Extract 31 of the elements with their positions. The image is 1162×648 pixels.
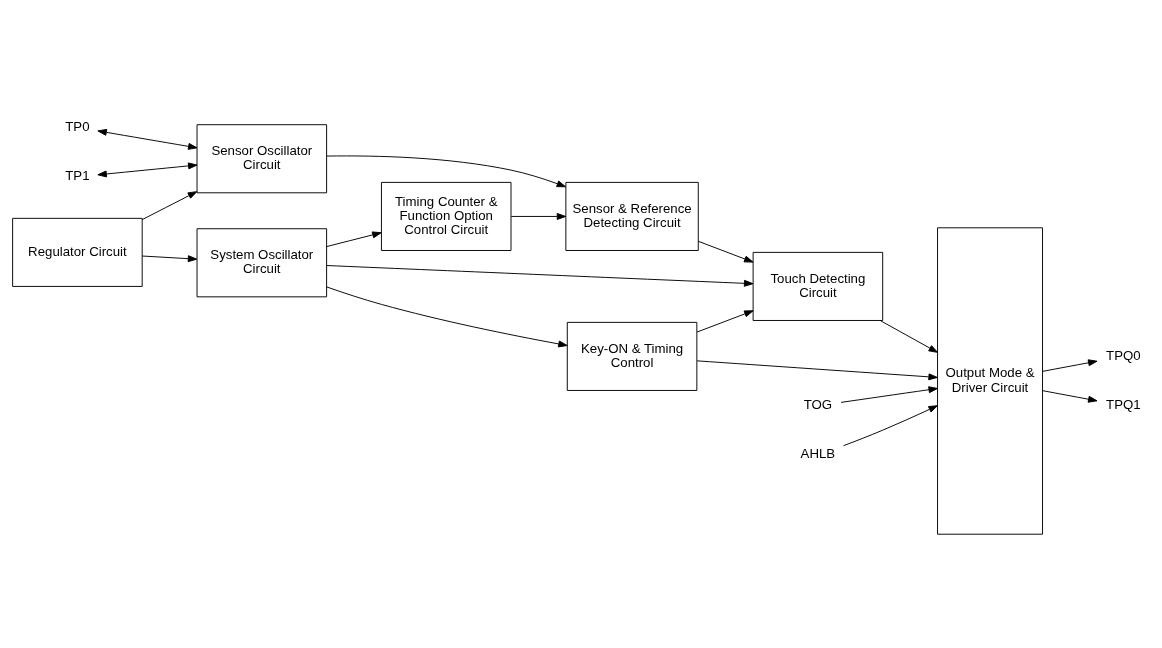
node-box: Sensor & Reference Detecting Circuit <box>565 181 699 251</box>
arrow <box>843 404 938 446</box>
arrow <box>97 161 198 177</box>
arrow <box>510 212 567 220</box>
arrow <box>696 309 754 332</box>
arrow <box>141 254 198 262</box>
node-text: TPQ1 <box>1106 396 1141 412</box>
node-text: AHLB <box>800 445 836 461</box>
node-box: Sensor Oscillator Circuit <box>196 123 328 193</box>
node-text: TPQ0 <box>1106 347 1141 363</box>
node-box: Key-ON & Timing Control <box>566 321 698 391</box>
node-box: Touch Detecting Circuit <box>752 251 884 321</box>
node-text: TP0 <box>65 118 90 134</box>
node-box: Timing Counter & Function Option Control Circuit <box>380 181 512 251</box>
arrow <box>141 190 198 220</box>
node-box: System Oscillator Circuit <box>196 227 328 297</box>
arrow <box>326 264 754 287</box>
arrow <box>1042 358 1098 372</box>
arrow <box>1042 389 1098 403</box>
arrow <box>696 359 938 380</box>
arrow <box>840 385 938 403</box>
arrow <box>326 230 382 247</box>
arrow <box>879 319 938 353</box>
arrow <box>326 154 567 187</box>
arrow <box>97 128 198 150</box>
node-text: TP1 <box>65 167 90 183</box>
node-text: TOG <box>803 396 833 412</box>
node-box: Regulator Circuit <box>12 217 143 287</box>
node-box: Output Mode & Driver Circuit <box>937 226 1043 535</box>
arrow <box>697 240 754 263</box>
arrow <box>326 285 568 347</box>
